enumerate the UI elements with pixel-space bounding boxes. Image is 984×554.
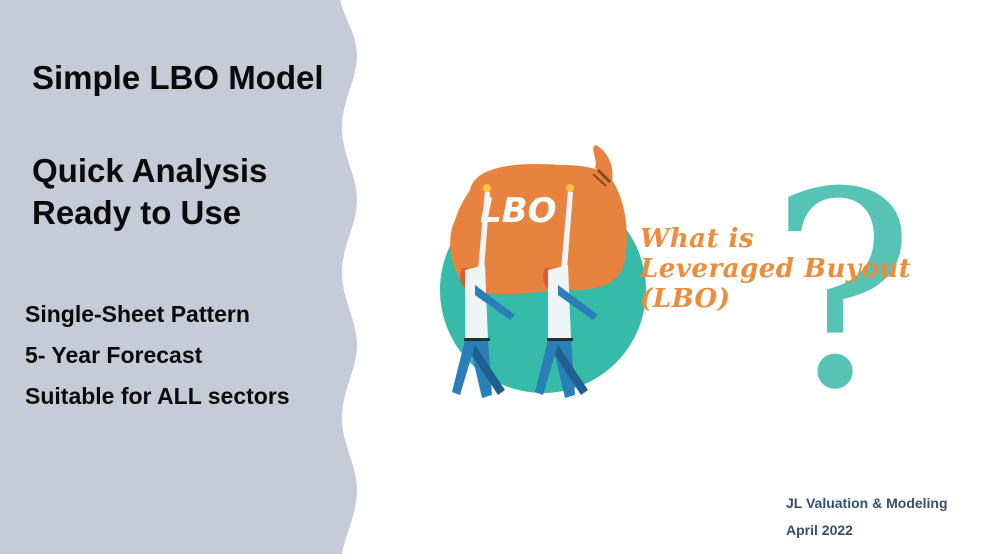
footer: JL Valuation & Modeling April 2022 xyxy=(786,490,948,544)
money-bag-icon xyxy=(450,145,627,295)
person-icon xyxy=(535,184,598,398)
subtitle-line: Quick Analysis xyxy=(32,152,268,189)
company-name: JL Valuation & Modeling xyxy=(786,495,948,511)
subtitle-line: Ready to Use xyxy=(32,194,242,231)
question-mark-icon: ? xyxy=(770,140,915,420)
headline-line: Leveraged Buyout xyxy=(640,254,912,284)
feature-item: 5- Year Forecast xyxy=(25,342,203,368)
subtitle-block: Quick Analysis Ready to Use xyxy=(32,150,267,234)
slide-title: Simple LBO Model xyxy=(32,59,324,96)
lbo-illustration: LBO ? xyxy=(440,140,915,420)
feature-item: Single-Sheet Pattern xyxy=(25,301,250,327)
feature-list: Single-Sheet Pattern 5- Year Forecast Su… xyxy=(25,294,290,417)
headline-line: What is xyxy=(640,224,755,254)
feature-item: Suitable for ALL sectors xyxy=(25,383,290,409)
headline-line: (LBO) xyxy=(640,284,731,314)
bag-label: LBO xyxy=(480,191,556,231)
person-icon xyxy=(452,184,515,398)
headline: What is Leveraged Buyout (LBO) xyxy=(640,224,911,314)
date: April 2022 xyxy=(786,522,853,538)
